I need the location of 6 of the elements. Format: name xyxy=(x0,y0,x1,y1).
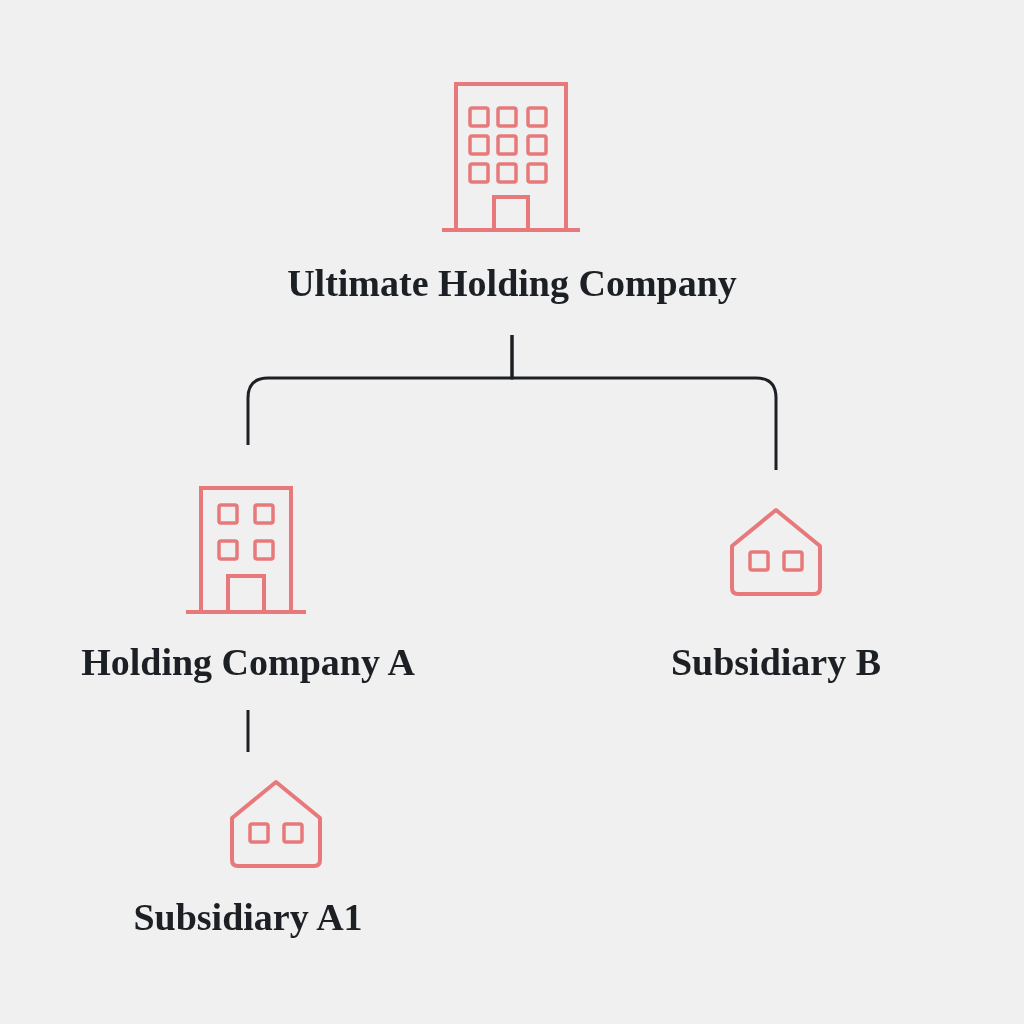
company-name: Ultimate Holding Company xyxy=(287,261,737,305)
connector-line xyxy=(246,710,250,752)
connector-line xyxy=(510,335,778,470)
company-name: Subsidiary A1 xyxy=(133,895,363,939)
company-name: Subsidiary B xyxy=(670,640,882,684)
company-name: Holding Company A xyxy=(81,640,415,684)
